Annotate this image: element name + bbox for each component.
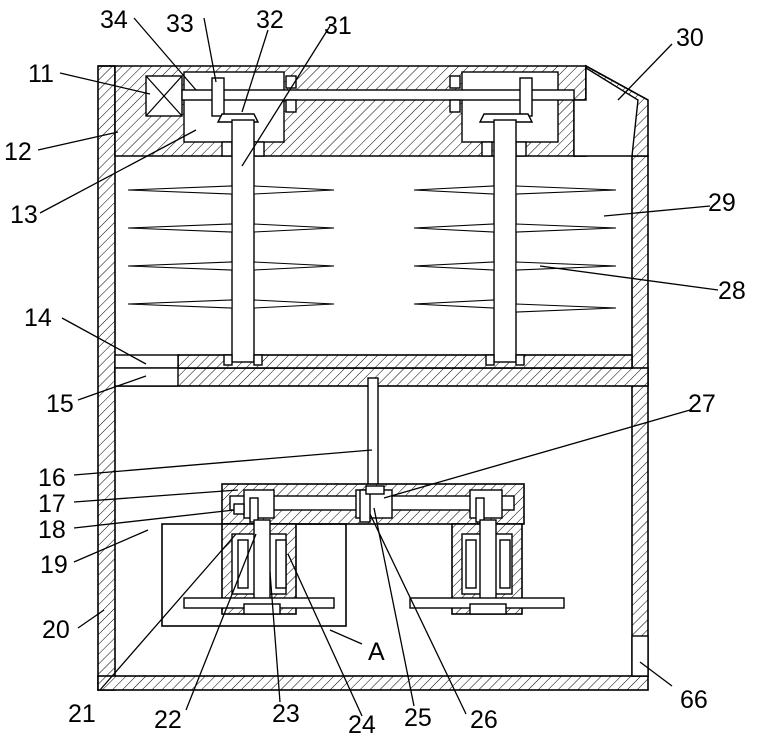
label-33: 33 — [166, 10, 194, 38]
label-24: 24 — [348, 711, 376, 739]
label-14: 14 — [24, 304, 52, 332]
label-15: 15 — [46, 390, 74, 418]
label-32: 32 — [256, 6, 284, 34]
label-25: 25 — [404, 704, 432, 732]
label-66: 66 — [680, 686, 708, 714]
label-34: 34 — [100, 6, 128, 34]
label-21: 21 — [68, 700, 96, 728]
label-29: 29 — [708, 189, 736, 217]
label-31: 31 — [324, 12, 352, 40]
label-23: 23 — [272, 700, 300, 728]
label-detail-a: A — [368, 638, 385, 666]
label-16: 16 — [38, 464, 66, 492]
label-27: 27 — [688, 390, 716, 418]
label-12: 12 — [4, 138, 32, 166]
stirring-blades — [128, 186, 616, 312]
label-19: 19 — [40, 551, 68, 579]
label-13: 13 — [10, 201, 38, 229]
label-22: 22 — [154, 706, 182, 734]
label-28: 28 — [718, 277, 746, 305]
label-17: 17 — [38, 490, 66, 518]
label-18: 18 — [38, 516, 66, 544]
lower-mechanism — [162, 378, 564, 626]
label-26: 26 — [470, 706, 498, 734]
label-11: 11 — [28, 60, 54, 88]
label-30: 30 — [676, 24, 704, 52]
label-20: 20 — [42, 616, 70, 644]
